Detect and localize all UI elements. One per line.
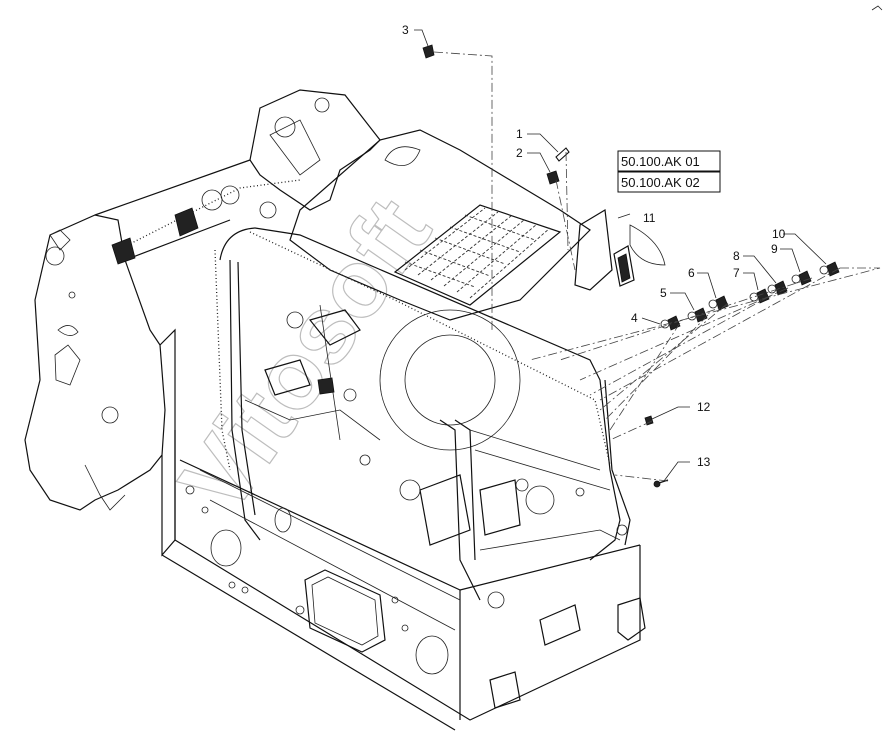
- interior-components: [264, 304, 628, 609]
- reference-boxes: 50.100.AK 01 50.100.AK 02: [617, 150, 721, 193]
- cab-frame: [214, 227, 631, 561]
- callout-12: 12: [697, 400, 711, 414]
- reference-box-1: [617, 150, 721, 172]
- part-11-switch: [613, 245, 635, 287]
- callout-10: 10: [772, 227, 786, 241]
- callout-7: 7: [733, 266, 740, 280]
- reference-label-1: 50.100.AK 01: [621, 154, 700, 169]
- part-9-clamp: [791, 270, 812, 286]
- part-8-clamp: [767, 280, 788, 296]
- corner-mark: [871, 5, 883, 11]
- part-10-clamp: [819, 261, 840, 277]
- rear-connectors: [111, 179, 301, 265]
- assembly-lines: [433, 51, 881, 482]
- callout-labels: 3 1 2 11 10 9 8 7 6 5 4 12 13: [402, 23, 786, 469]
- callout-8: 8: [733, 249, 740, 263]
- callout-6: 6: [688, 266, 695, 280]
- part-7-clamp: [749, 288, 770, 304]
- callout-9: 9: [771, 242, 778, 256]
- callout-1: 1: [516, 127, 523, 141]
- callout-3: 3: [402, 23, 409, 37]
- callout-13: 13: [697, 455, 711, 469]
- part-3-clip: [422, 44, 435, 59]
- callout-leaders: [414, 29, 827, 482]
- callout-4: 4: [631, 311, 638, 325]
- watermark-text: Vitosoft: [160, 179, 452, 532]
- callout-11: 11: [643, 211, 656, 225]
- chassis-base: [161, 430, 646, 731]
- callout-5: 5: [660, 286, 667, 300]
- part-1-pin: [555, 147, 570, 162]
- callout-2: 2: [516, 146, 523, 160]
- parts: [422, 44, 840, 488]
- watermark: Vitosoft: [159, 179, 452, 533]
- part-4-clamp: [660, 315, 681, 331]
- part-2-clip: [546, 170, 560, 185]
- reference-label-2: 50.100.AK 02: [621, 175, 700, 190]
- vent-grille: [393, 204, 562, 306]
- reference-box-2: [617, 171, 721, 193]
- part-6-clamp: [708, 295, 729, 311]
- part-12-clip: [644, 415, 654, 426]
- loader-frame: [24, 89, 646, 731]
